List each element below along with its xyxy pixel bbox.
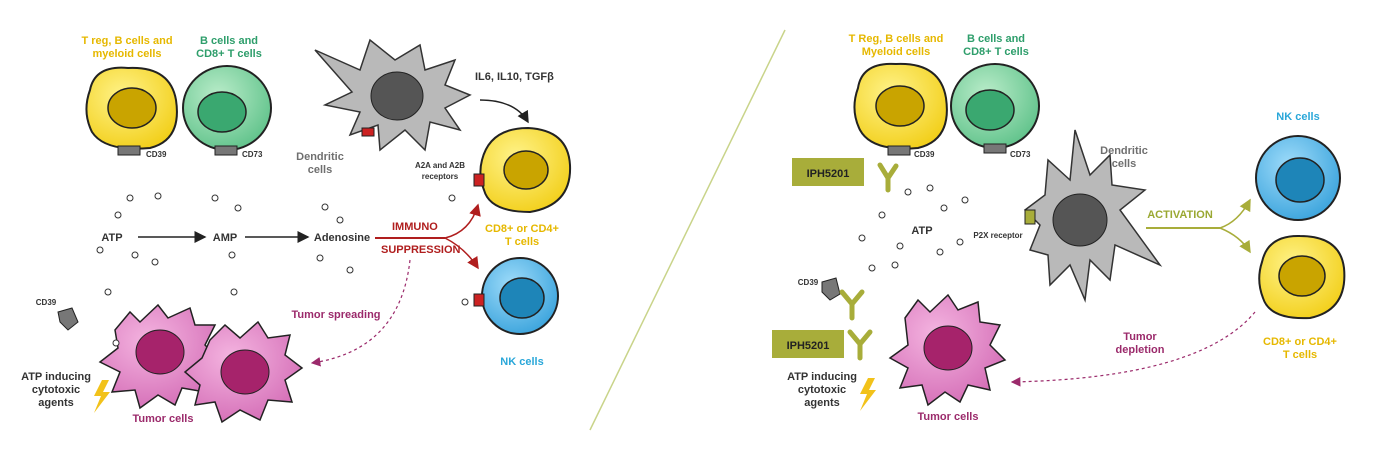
right-nk-cell xyxy=(1255,135,1341,221)
left-atp-inducing-2: cytotoxic xyxy=(32,384,80,396)
cytokine-arrow xyxy=(479,99,529,124)
right-cd8-cell xyxy=(1258,234,1346,320)
right-antibody-top-icon xyxy=(877,162,899,193)
left-cd8-cell xyxy=(473,126,572,214)
activation-arrow-down xyxy=(1219,227,1251,254)
right-antibody-bottom-icon xyxy=(847,329,873,361)
right-bcell-label-1: B cells and xyxy=(967,33,1025,45)
left-bcell-cell xyxy=(182,65,272,156)
panel-divider xyxy=(589,29,786,431)
right-tumor-depletion-1: Tumor xyxy=(1123,331,1157,343)
right-lightning-icon xyxy=(860,378,876,411)
suppression-arrow-down xyxy=(444,237,479,270)
right-dendritic-cell xyxy=(1023,129,1163,303)
left-treg-cell xyxy=(85,66,178,156)
tumor-spreading-arrow xyxy=(310,259,411,367)
right-iph-bottom-label: IPH5201 xyxy=(787,340,830,352)
left-cytokines-label: IL6, IL10, TGFβ xyxy=(475,71,554,83)
left-cd8-label-2: T cells xyxy=(505,236,539,248)
right-atp-inducing-2: cytotoxic xyxy=(798,384,846,396)
activation-arrow-up xyxy=(1219,198,1251,229)
left-free-cd39-icon xyxy=(57,307,79,331)
tumor-depletion-arrow xyxy=(1010,311,1256,387)
right-cd73-label: CD73 xyxy=(1010,150,1031,159)
left-cd73-label: CD73 xyxy=(242,150,263,159)
left-dendritic-cell xyxy=(314,38,472,152)
right-bcell-label-2: CD8+ T cells xyxy=(963,46,1029,58)
left-immuno-label: IMMUNO xyxy=(392,221,438,233)
right-p2x-label: P2X receptor xyxy=(973,231,1022,240)
left-tumor-spreading-label: Tumor spreading xyxy=(291,309,380,321)
left-amp-label: AMP xyxy=(213,232,237,244)
left-nk-cell xyxy=(473,257,559,335)
left-tumor-cells-label: Tumor cells xyxy=(133,413,194,425)
right-iph-top-box xyxy=(792,158,864,186)
left-receptors-label-1: A2A and A2B xyxy=(415,161,465,170)
left-cd39-label: CD39 xyxy=(146,150,167,159)
right-iph-bottom-box xyxy=(772,330,844,358)
left-molecules xyxy=(96,192,469,347)
left-lightning-icon xyxy=(94,380,110,413)
left-cd8-label-1: CD8+ or CD4+ xyxy=(485,223,559,235)
right-bcell-cell xyxy=(950,63,1040,154)
left-bcell-label-2: CD8+ T cells xyxy=(196,48,262,60)
right-cd39-free-label: CD39 xyxy=(798,278,819,287)
right-dendritic-label-1: Dendritic xyxy=(1100,145,1148,157)
right-free-cd39-icon xyxy=(821,277,841,301)
right-iph-top-label: IPH5201 xyxy=(807,168,850,180)
right-molecules xyxy=(858,184,969,272)
left-cd39-free-label: CD39 xyxy=(36,298,57,307)
right-atp-label: ATP xyxy=(911,225,932,237)
left-treg-label-1: T reg, B cells and xyxy=(81,35,172,47)
left-adenosine-label: Adenosine xyxy=(314,232,370,244)
left-receptors-label-2: receptors xyxy=(422,172,459,181)
right-tumor-cell xyxy=(888,293,1007,407)
right-dendritic-label-2: cells xyxy=(1112,158,1136,170)
right-activation-label: ACTIVATION xyxy=(1147,209,1213,221)
right-treg-label-2: Myeloid cells xyxy=(862,46,930,58)
left-treg-label-2: myeloid cells xyxy=(92,48,161,60)
suppression-arrow-up xyxy=(444,203,481,239)
left-dendritic-label-1: Dendritic xyxy=(296,151,344,163)
right-tumor-depletion-2: depletion xyxy=(1116,344,1165,356)
right-treg-label-1: T Reg, B cells and xyxy=(849,33,944,45)
right-tumor-cells-label: Tumor cells xyxy=(918,411,979,423)
left-dendritic-label-2: cells xyxy=(308,164,332,176)
left-atp-label: ATP xyxy=(101,232,122,244)
left-bcell-label-1: B cells and xyxy=(200,35,258,47)
right-atp-inducing-3: agents xyxy=(804,397,839,409)
left-atp-inducing-1: ATP inducing xyxy=(21,371,91,383)
right-nk-label: NK cells xyxy=(1276,111,1319,123)
left-suppression-label: SUPPRESSION xyxy=(381,244,461,256)
left-nk-label: NK cells xyxy=(500,356,543,368)
right-antibody-mid-icon xyxy=(839,289,865,321)
left-tumor-cells xyxy=(98,303,304,424)
right-cd39-label: CD39 xyxy=(914,150,935,159)
right-atp-inducing-1: ATP inducing xyxy=(787,371,857,383)
left-atp-inducing-3: agents xyxy=(38,397,73,409)
right-cd8-label-2: T cells xyxy=(1283,349,1317,361)
right-cd8-label-1: CD8+ or CD4+ xyxy=(1263,336,1337,348)
right-treg-cell xyxy=(853,62,948,156)
